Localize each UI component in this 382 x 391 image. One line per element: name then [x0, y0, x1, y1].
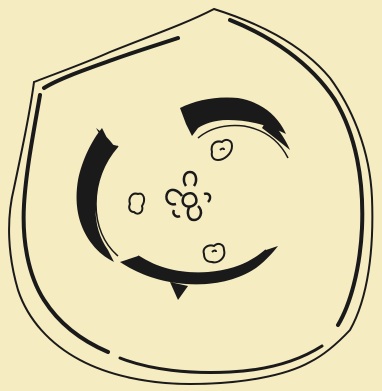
floral-diagram — [0, 0, 382, 391]
background — [0, 0, 382, 391]
illustration-canvas — [0, 0, 382, 391]
